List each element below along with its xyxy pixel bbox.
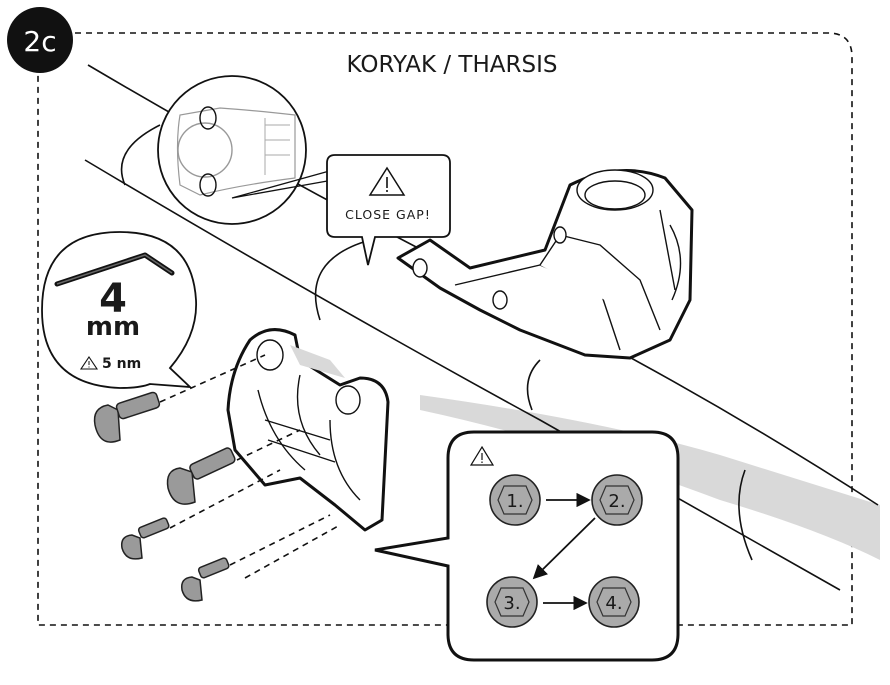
sequence-step-1: 1. [489,474,541,526]
bolt-1 [93,391,161,443]
tool-unit: mm [86,312,140,342]
page-title: KORYAK / THARSIS [347,52,558,78]
sequence-step-4: 4. [588,576,640,628]
bolt-guide-lines [159,354,341,579]
svg-text:1.: 1. [506,491,523,512]
handlebar-bulge-right [314,239,371,321]
gap-detail-magnifier [157,75,334,225]
tool-size: 4 [99,276,127,322]
handlebar-bulge-left [120,124,161,186]
close-gap-callout: CLOSE GAP! [326,154,451,266]
dashed-frame [37,32,853,626]
torque-value: 5 nm [102,356,141,372]
sequence-step-3: 3. [486,576,538,628]
svg-text:3.: 3. [503,593,520,614]
bolt-4 [180,557,230,602]
tightening-sequence-panel: 1. 2. 3. 4. [374,430,680,662]
close-gap-text: CLOSE GAP! [345,207,431,222]
step-badge: 2c [7,7,73,73]
svg-text:4.: 4. [605,593,622,614]
svg-text:2c: 2c [23,25,56,58]
warning-triangle-icon [368,166,406,196]
bolt-2 [166,447,236,505]
warning-triangle-icon [469,445,495,466]
svg-text:2.: 2. [608,491,625,512]
stem-body [396,169,694,360]
bolt-3 [120,517,170,560]
sequence-step-2: 2. [591,474,643,526]
faceplate [226,328,390,532]
tool-callout: 4 mm 5 nm [41,231,197,389]
sequence-arrows [532,492,596,611]
warning-triangle-icon [79,356,99,370]
